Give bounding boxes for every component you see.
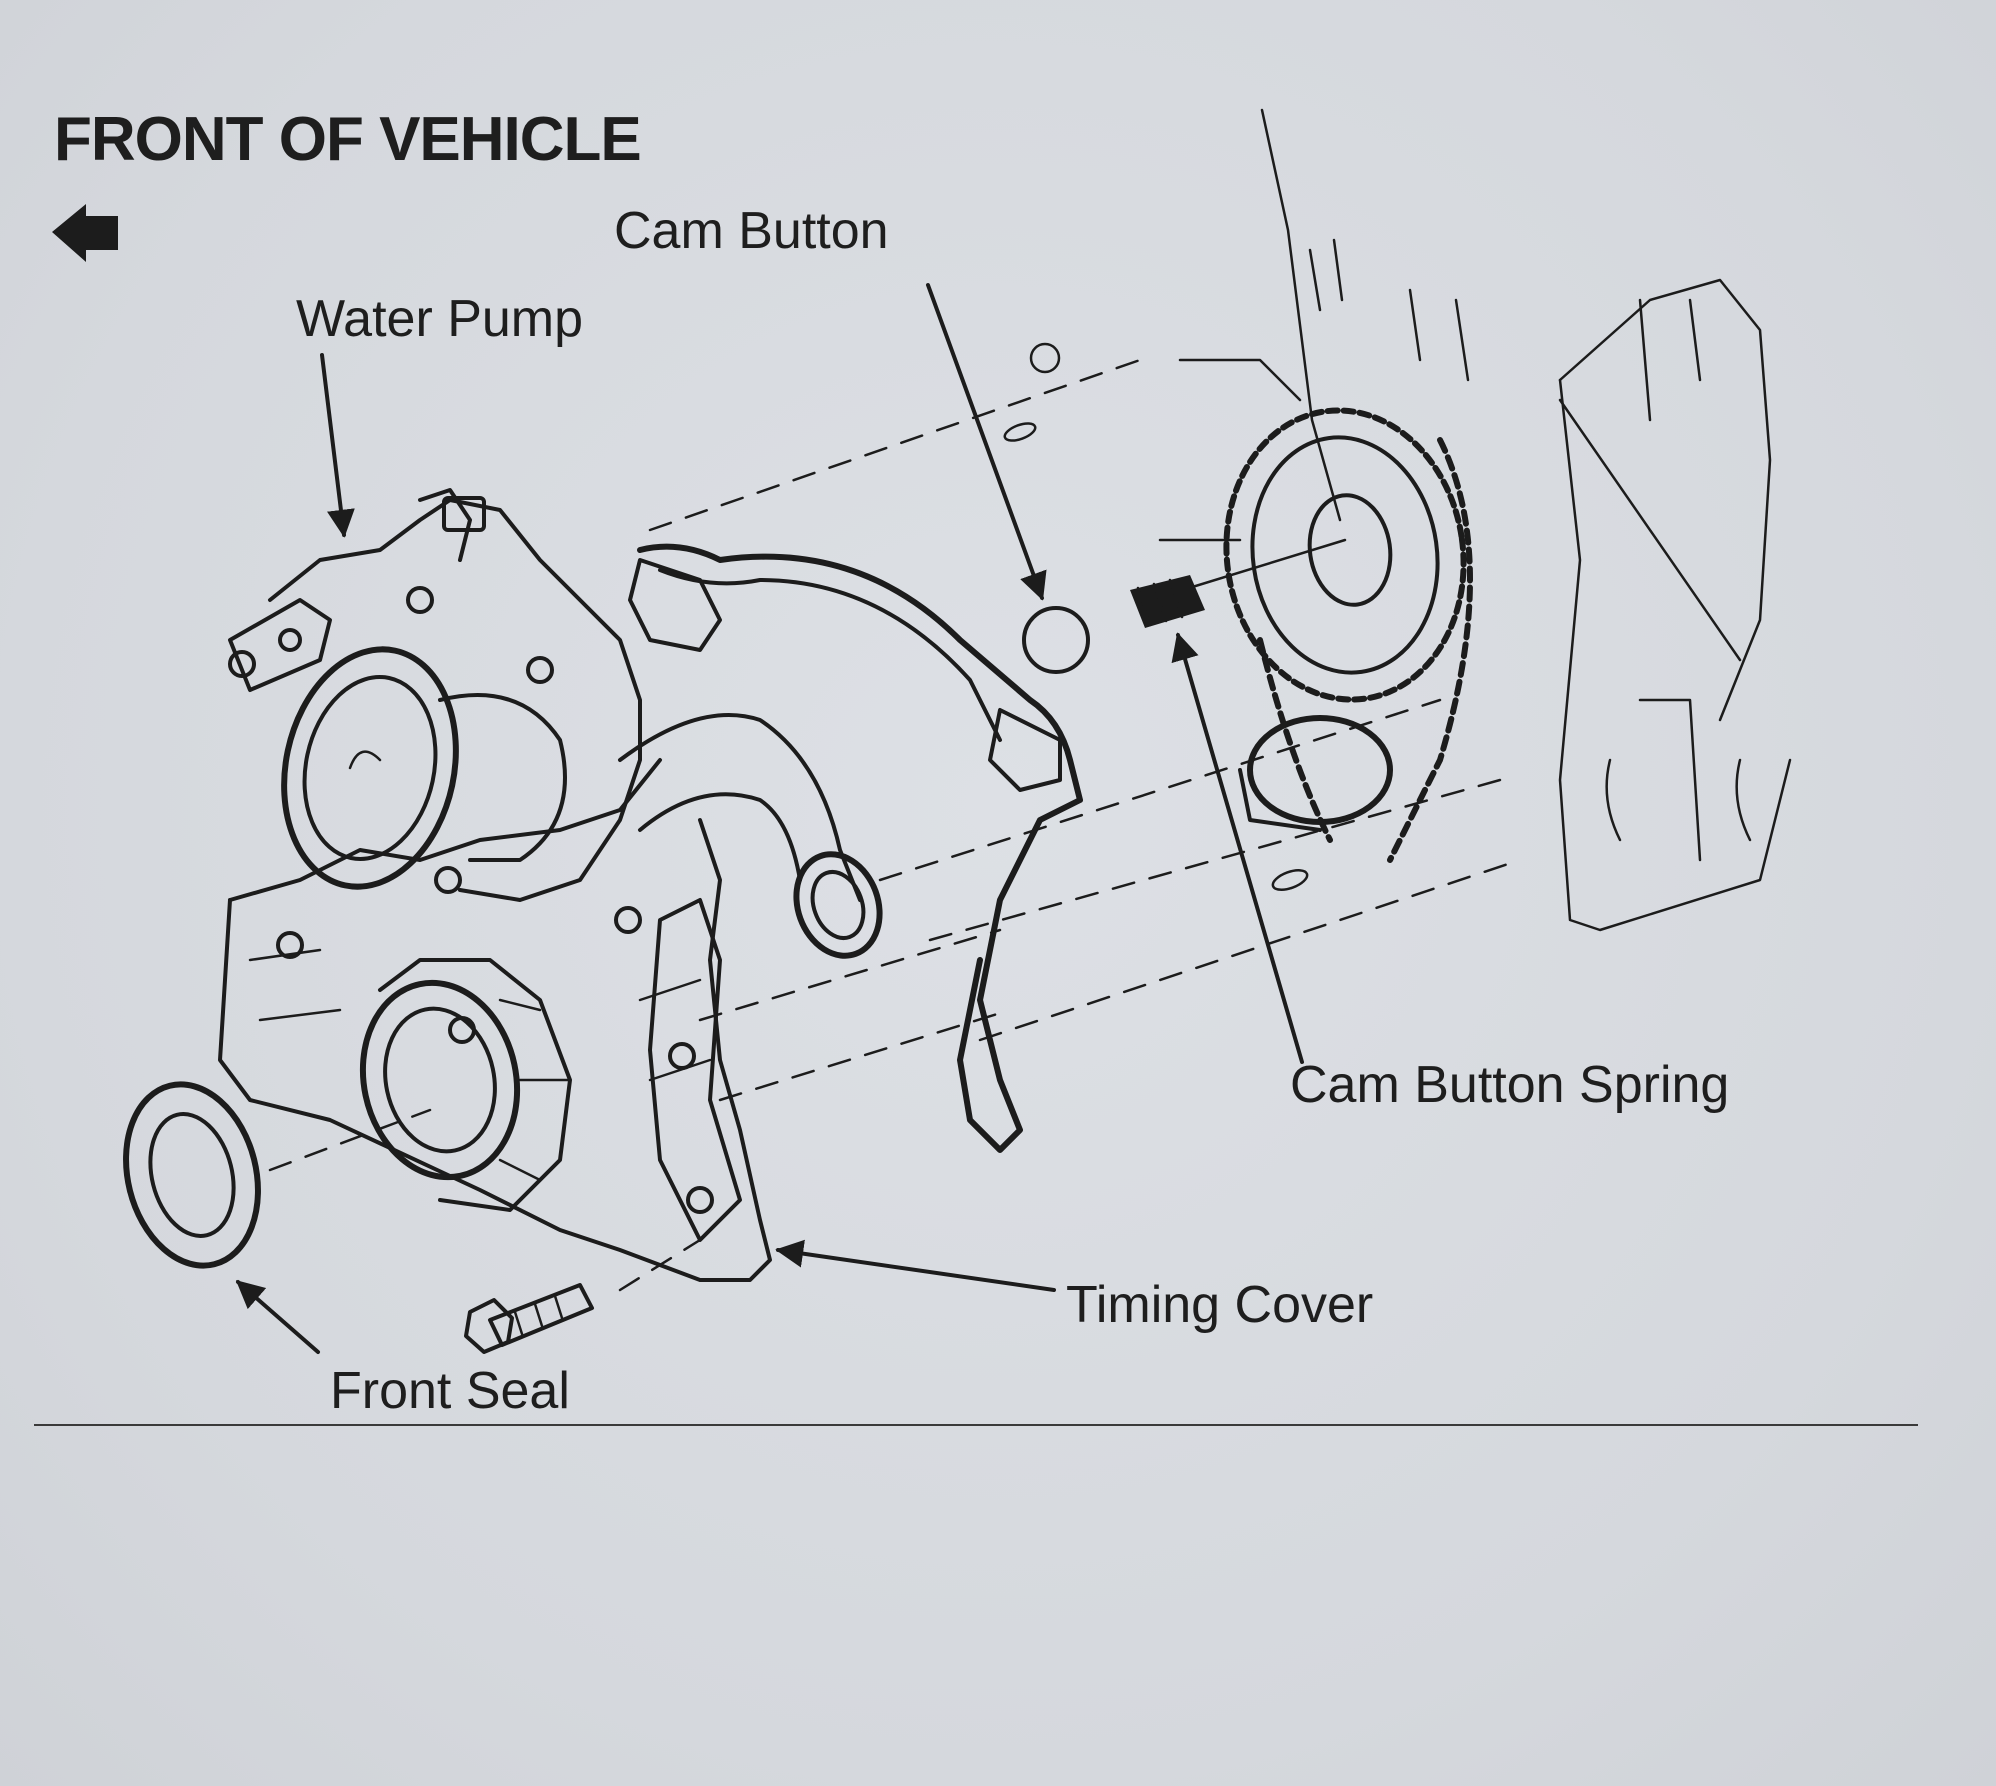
engine-block <box>1003 108 1792 932</box>
front-seal <box>123 1081 261 1269</box>
alignment-lines <box>268 358 1522 1292</box>
heading: FRONT OF VEHICLE <box>54 105 641 174</box>
leader-cam-button <box>926 283 1047 601</box>
cam-button <box>1022 606 1090 674</box>
label-front-seal: Front Seal <box>330 1362 570 1420</box>
leader-water-pump <box>320 353 355 538</box>
water-outlet <box>618 713 883 959</box>
crank-seal-bore <box>359 958 572 1212</box>
crank-sprocket <box>1238 715 1393 832</box>
cam-button-spring <box>1130 575 1205 628</box>
arrow-left-icon <box>52 204 118 262</box>
cam-sprocket <box>1223 407 1473 863</box>
leader-front-seal <box>235 1280 320 1354</box>
leader-arrows <box>235 283 1304 1354</box>
water-pump <box>228 488 642 934</box>
leader-cam-button-spring <box>1171 632 1304 1064</box>
label-timing-cover: Timing Cover <box>1066 1276 1373 1334</box>
label-water-pump: Water Pump <box>296 290 583 348</box>
cover-bolt <box>464 1283 594 1354</box>
timing-cover-gasket <box>628 543 1083 1153</box>
leader-timing-cover <box>775 1239 1056 1292</box>
label-cam-button-spring: Cam Button Spring <box>1290 1056 1729 1114</box>
timing-cover <box>218 758 772 1282</box>
label-cam-button: Cam Button <box>614 202 889 260</box>
